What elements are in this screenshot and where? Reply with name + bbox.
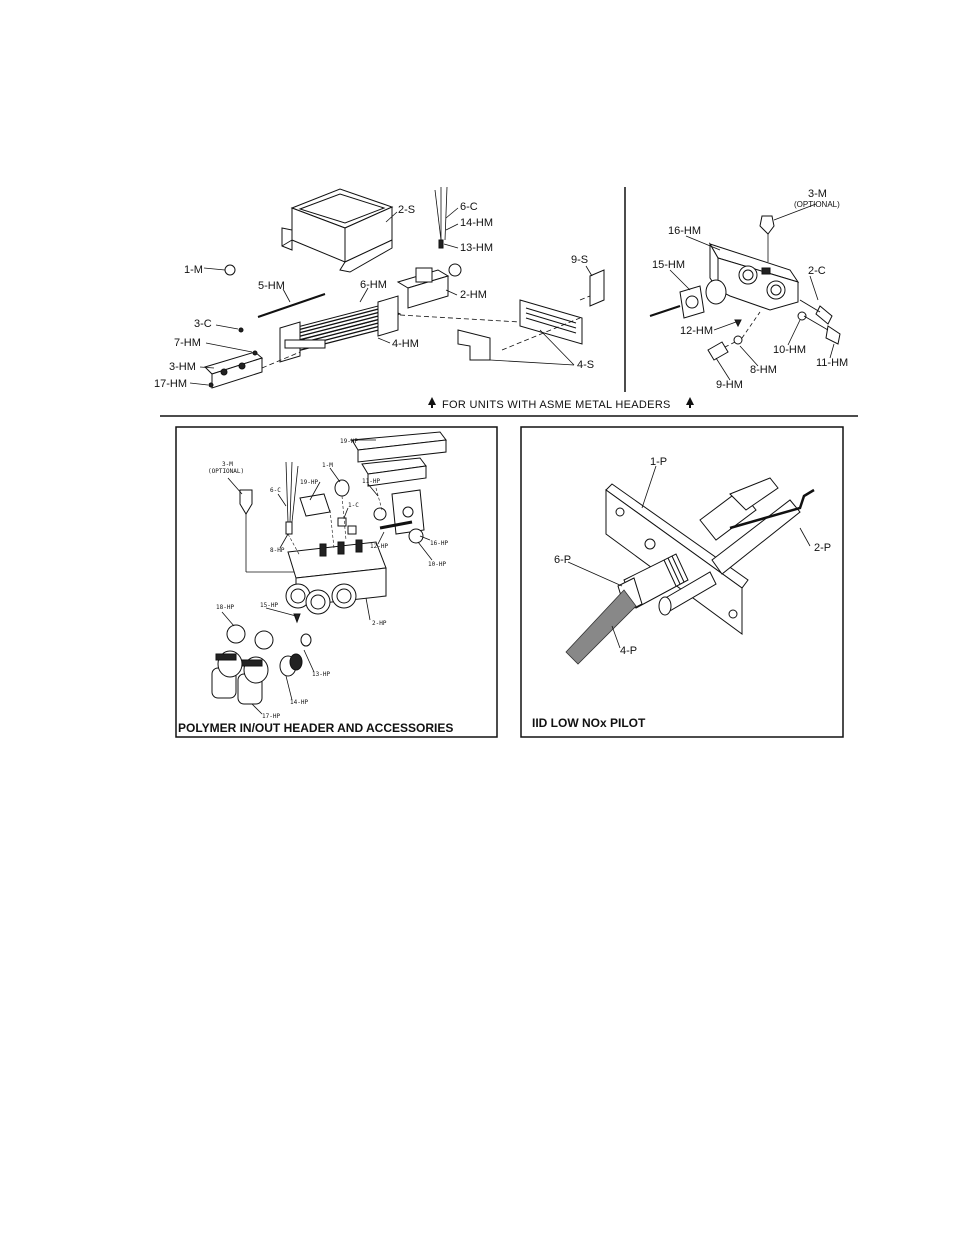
label-11hp: 11-HP <box>362 478 380 485</box>
pilot-panel: 1-P 6-P 2-P 4-P IID LOW NOx PILOT <box>520 426 844 738</box>
polymer-header-panel: 3-M (OPTIONAL) 6-C 19-HP 1-M 19-HP 11-HP… <box>175 426 498 738</box>
label-14hm: 14-HM <box>460 217 493 229</box>
label-18hp: 18-HP <box>216 604 234 611</box>
part-1m <box>224 264 236 276</box>
label-15hp: 15-HP <box>260 602 278 609</box>
label-3c: 3-C <box>194 318 212 330</box>
header-2hm <box>396 186 462 309</box>
label-1m: 1-M <box>184 264 203 276</box>
metal-header-detail-view: 3-M (OPTIONAL) 16-HM 15-HM 2-C 12-HM 10-… <box>649 188 848 391</box>
label-1c: 1-C <box>348 502 359 509</box>
label-6hm: 6-HM <box>360 279 387 291</box>
label-9s: 9-S <box>571 254 588 266</box>
label-12hp: 12-HP <box>370 543 388 550</box>
label-optional: (OPTIONAL) <box>208 468 244 475</box>
label-4p: 4-P <box>620 645 637 657</box>
label-3hm: 3-HM <box>169 361 196 373</box>
label-8hm: 8-HM <box>750 364 777 376</box>
label-4s: 4-S <box>577 359 594 371</box>
up-arrow-icon <box>686 397 694 405</box>
label-19hp-a: 19-HP <box>340 438 358 445</box>
label-2p: 2-P <box>814 542 831 554</box>
fittings-17hp <box>211 650 269 705</box>
label-3m: 3-M <box>808 188 827 200</box>
label-10hm: 10-HM <box>773 344 806 356</box>
label-4hm: 4-HM <box>392 338 419 350</box>
label-6c: 6-C <box>460 201 478 213</box>
up-arrow-icon <box>428 397 436 405</box>
pilot-cable <box>565 589 637 665</box>
metal-header-exploded-view: 2-S 6-C 14-HM 13-HM 1-M 5-HM 6-HM 2-HM 9… <box>154 186 605 390</box>
label-6p: 6-P <box>554 554 571 566</box>
asme-caption-text: FOR UNITS WITH ASME METAL HEADERS <box>442 399 671 411</box>
heat-exchanger-coil <box>279 295 402 363</box>
label-17hp: 17-HP <box>262 713 280 720</box>
asme-caption: FOR UNITS WITH ASME METAL HEADERS <box>428 397 694 411</box>
label-19hp-b: 19-HP <box>300 479 318 486</box>
label-16hp: 16-HP <box>430 540 448 547</box>
label-2hm: 2-HM <box>460 289 487 301</box>
label-7hm: 7-HM <box>174 337 201 349</box>
label-9hm: 9-HM <box>716 379 743 391</box>
label-10hp: 10-HP <box>428 561 446 568</box>
label-6c: 6-C <box>270 487 281 494</box>
label-13hm: 13-HM <box>460 242 493 254</box>
header-manifold-3hm <box>204 351 264 389</box>
label-2s: 2-S <box>398 204 415 216</box>
label-12hm: 12-HM <box>680 325 713 337</box>
rod-5hm <box>257 293 326 318</box>
label-14hp: 14-HP <box>290 699 308 706</box>
polymer-panel-caption: POLYMER IN/OUT HEADER AND ACCESSORIES <box>178 721 453 735</box>
label-11hm: 11-HM <box>816 357 848 369</box>
label-1m: 1-M <box>322 462 333 469</box>
label-1p: 1-P <box>650 456 667 468</box>
label-13hp: 13-HP <box>312 671 330 678</box>
label-2hp: 2-HP <box>372 620 387 627</box>
label-3m: 3-M <box>222 461 233 468</box>
label-optional: (OPTIONAL) <box>794 200 840 209</box>
label-8hp: 8-HP <box>270 547 285 554</box>
label-15hm: 15-HM <box>652 259 685 271</box>
gasket-4s <box>457 299 583 361</box>
combustion-chamber-box <box>281 188 394 273</box>
label-16hm: 16-HM <box>668 225 701 237</box>
label-5hm: 5-HM <box>258 280 285 292</box>
label-17hm: 17-HM <box>154 378 187 390</box>
label-2c: 2-C <box>808 265 826 277</box>
pilot-panel-caption: IID LOW NOx PILOT <box>532 716 646 730</box>
